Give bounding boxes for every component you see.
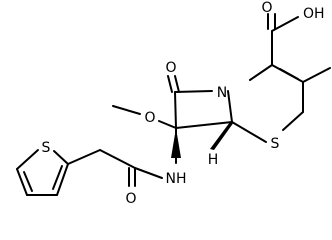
atom-labels: O OH O N O S S O NH H bbox=[42, 0, 325, 207]
atom-stereo-h: H bbox=[208, 152, 219, 168]
atom-lactam-o: O bbox=[165, 60, 176, 76]
wedge-bond-c7 bbox=[171, 128, 181, 158]
wedge-bond-h bbox=[210, 122, 234, 150]
molecule-structure: O OH O N O S S O NH H bbox=[16, 0, 331, 207]
atom-thiophene-s: S bbox=[42, 140, 51, 156]
atom-carboxyl-oh: OH bbox=[303, 6, 325, 22]
atom-carboxyl-o: O bbox=[261, 0, 272, 16]
atom-methoxy-o: O bbox=[144, 110, 155, 126]
atom-ring-n: N bbox=[217, 85, 227, 101]
atom-amide-o: O bbox=[125, 191, 136, 207]
atom-ring-s: S bbox=[271, 136, 280, 152]
bond-lines bbox=[16, 13, 331, 196]
atom-amide-nh: NH bbox=[166, 171, 187, 187]
